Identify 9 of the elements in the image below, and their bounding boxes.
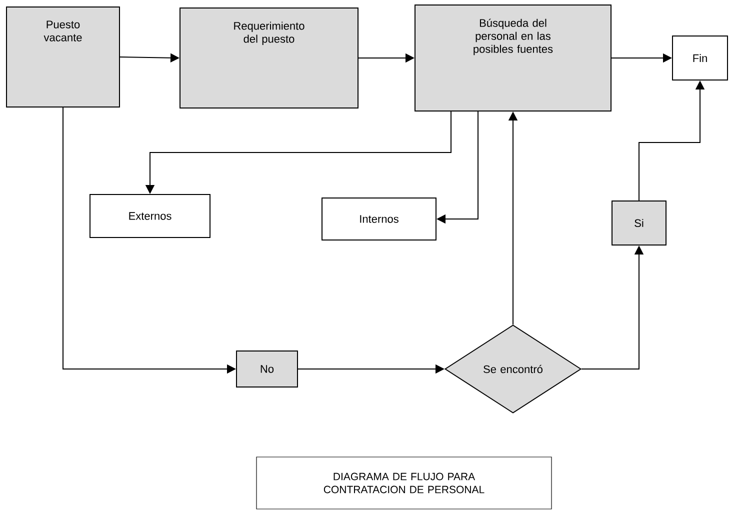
process-box: Búsqueda del personal en las posibles fuentes	[414, 4, 612, 112]
answer-box: Si	[612, 200, 666, 246]
category-box: Internos	[322, 198, 436, 240]
process-box: Requerimiento del puesto	[180, 8, 358, 108]
caption-box: DIAGRAMA DE FLUJO PARA CONTRATACION DE PERSONAL	[256, 456, 552, 510]
process-box: Puesto vacante	[6, 6, 120, 108]
category-box: Externos	[90, 194, 210, 238]
answer-box: No	[236, 350, 298, 388]
end-box: Fin	[672, 36, 728, 80]
